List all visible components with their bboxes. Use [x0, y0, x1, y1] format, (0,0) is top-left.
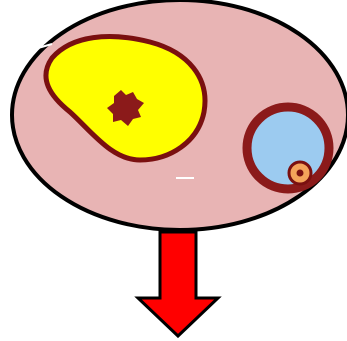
down-arrow — [138, 232, 218, 336]
nucleus-dot — [297, 170, 304, 177]
blue-cell — [247, 107, 329, 189]
